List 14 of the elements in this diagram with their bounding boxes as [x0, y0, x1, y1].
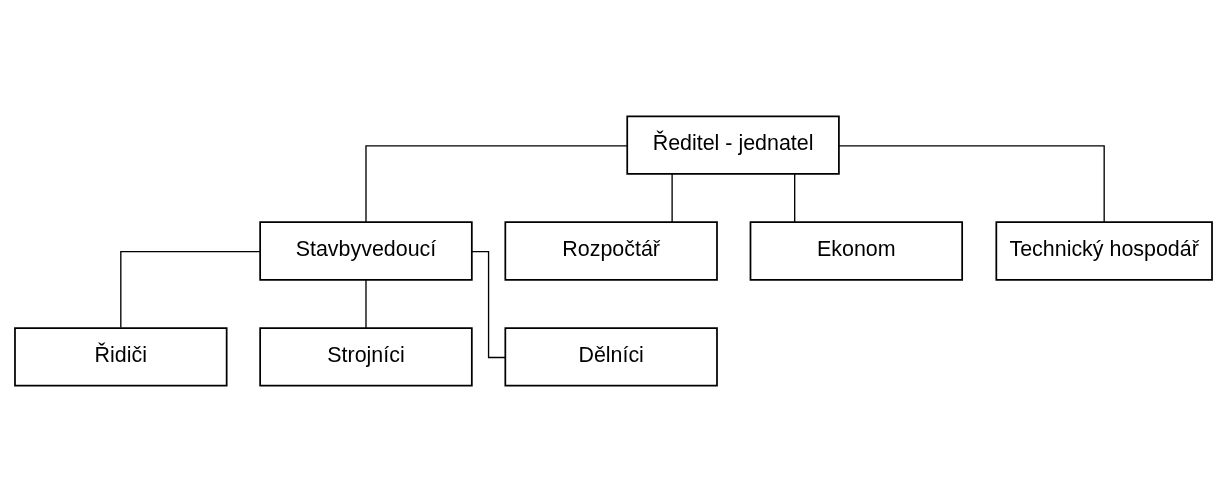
connector [365, 279, 367, 329]
node-box: Ekonom [749, 221, 964, 281]
connector [365, 145, 628, 223]
node-box: Dělníci [504, 327, 718, 387]
node-box: Řidiči [14, 327, 228, 387]
node-box: Technický hospodář [995, 221, 1213, 281]
node-box: Ředitel - jednatel [626, 115, 840, 175]
node-box: Strojníci [259, 327, 473, 387]
connector [671, 173, 673, 223]
node-box: Stavbyvedoucí [259, 221, 473, 281]
connector [794, 173, 796, 223]
connector [838, 145, 1105, 223]
connector [120, 251, 261, 329]
node-box: Rozpočtář [504, 221, 718, 281]
